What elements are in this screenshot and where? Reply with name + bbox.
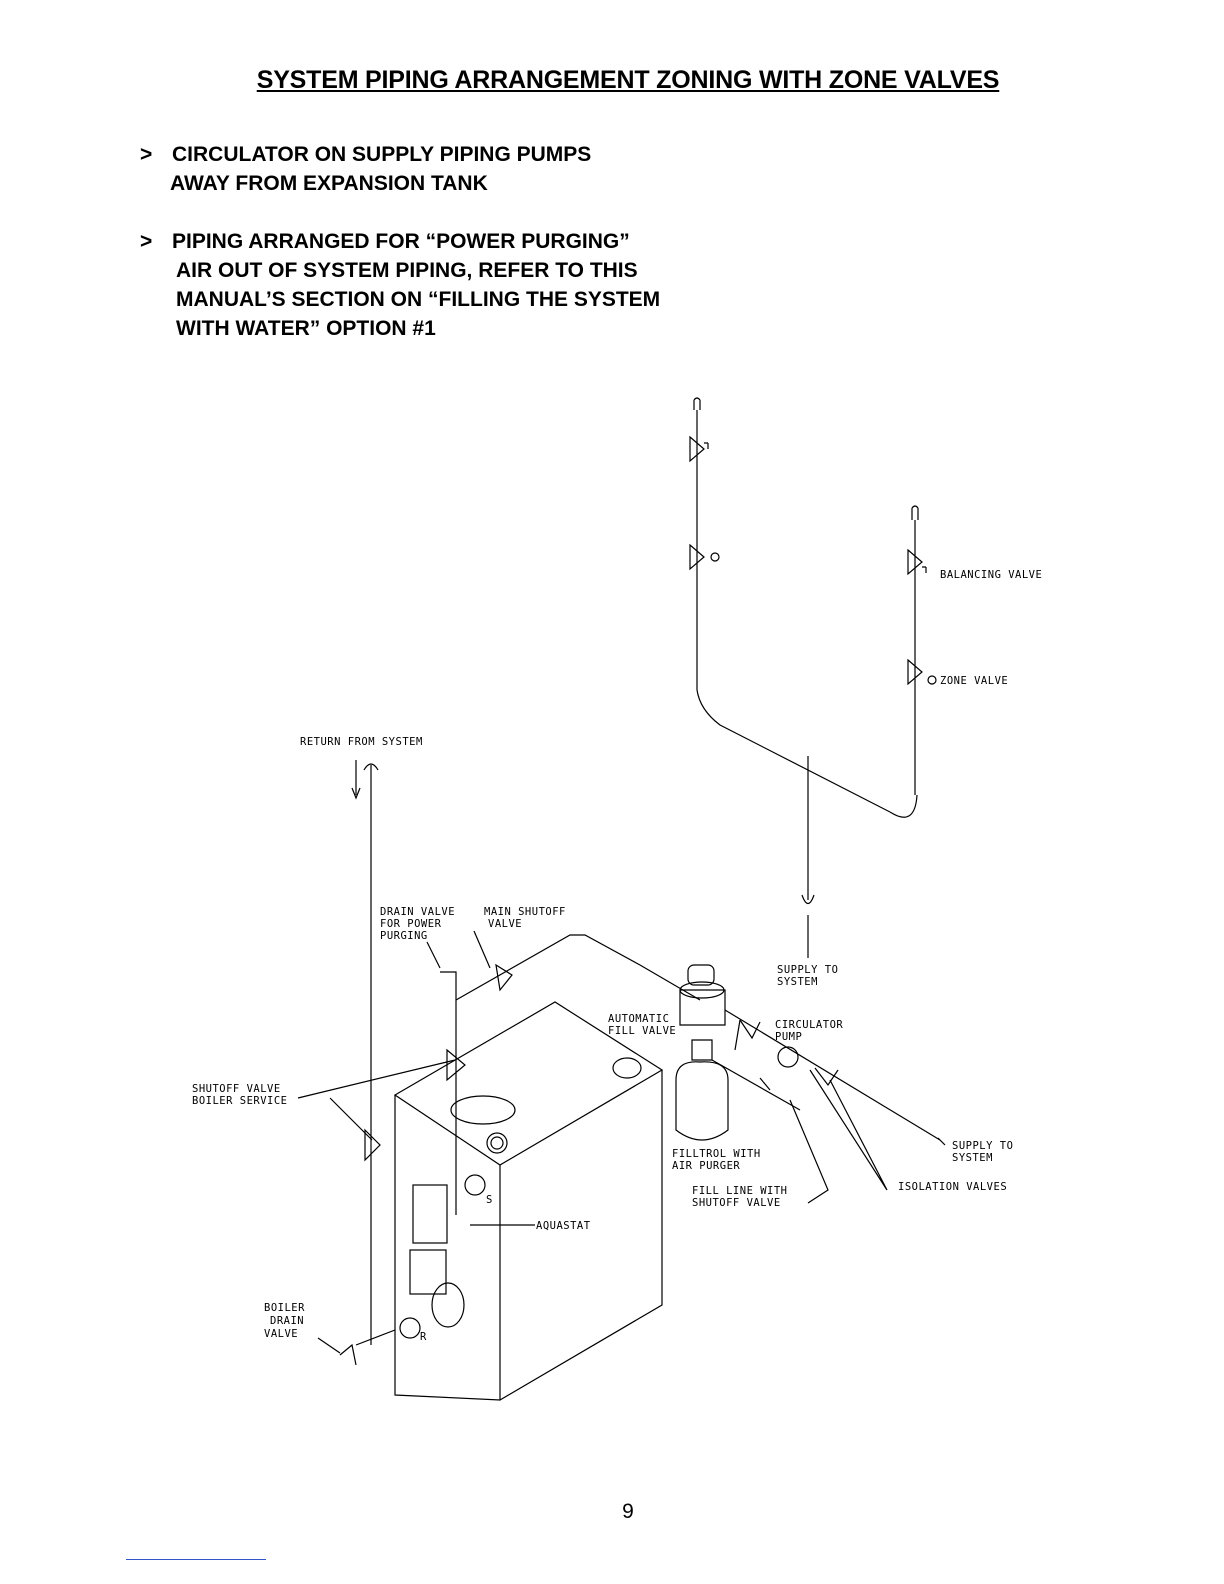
automatic-fill-label: AUTOMATIC	[608, 1013, 669, 1025]
aquastat-label: AQUASTAT	[536, 1220, 591, 1232]
fill-line-leader	[789, 1099, 829, 1204]
page-number: 9	[622, 1500, 634, 1523]
header-pipe	[696, 689, 891, 813]
burner-control	[409, 1249, 447, 1295]
fill-line-label: SHUTOFF VALVE	[692, 1197, 781, 1209]
return-port-icon	[399, 1317, 421, 1339]
bullet-mark: >	[140, 143, 153, 166]
main-shutoff-label: MAIN SHUTOFF	[484, 906, 566, 918]
fill-line-pipe	[711, 1059, 801, 1111]
bullet-line: PIPING ARRANGED FOR “POWER PURGING”	[172, 230, 630, 253]
drain-valve-label: DRAIN VALVE	[380, 906, 455, 918]
supply-header-pipe	[455, 934, 701, 1001]
page-title: SYSTEM PIPING ARRANGEMENT ZONING WITH ZO…	[256, 66, 1000, 94]
right-zone-valve-icon	[907, 658, 923, 686]
isolation-valve-2-icon	[814, 1067, 839, 1087]
shutoff-valve-label: BOILER SERVICE	[192, 1095, 288, 1107]
return-port-label: R	[420, 1331, 427, 1343]
bullet-line: MANUAL’S SECTION ON “FILLING THE SYSTEM	[176, 288, 661, 311]
supply-to-system-right-label: SUPPLY TO	[952, 1140, 1013, 1152]
bullet-line: AIR OUT OF SYSTEM PIPING, REFER TO THIS	[176, 259, 638, 282]
isolation-leader	[809, 1069, 888, 1191]
boiler-drain-label: DRAIN	[270, 1315, 304, 1327]
left-zone-actuator-icon	[710, 552, 720, 562]
fill-shutoff-valve-icon	[759, 1077, 771, 1091]
top-opening	[612, 1057, 642, 1079]
isolation-valves-label: ISOLATION VALVES	[898, 1181, 1007, 1193]
footer-rule	[126, 1559, 266, 1560]
filltrol-label: FILLTROL WITH	[672, 1148, 761, 1160]
burner-body	[431, 1282, 465, 1328]
zone-valve-label: ZONE VALVE	[940, 675, 1008, 687]
filltrol-label: AIR PURGER	[672, 1160, 740, 1172]
shutoff-leader	[297, 1059, 456, 1141]
boiler-front	[394, 1095, 501, 1401]
return-from-system-label: RETURN FROM SYSTEM	[300, 736, 423, 748]
expansion-tank	[675, 1061, 729, 1141]
supply-to-system-label: SYSTEM	[777, 976, 818, 988]
boiler-drain-label: BOILER	[264, 1302, 305, 1314]
aquastat-box	[412, 1184, 448, 1244]
filltrol-fitting	[691, 1039, 713, 1061]
right-zone-cap	[911, 505, 919, 520]
shutoff-valve-label: SHUTOFF VALVE	[192, 1083, 281, 1095]
supply-to-system-label: SUPPLY TO	[777, 964, 838, 976]
supply-port-label: S	[486, 1194, 493, 1206]
supply-to-system-right-label: SYSTEM	[952, 1152, 993, 1164]
circulator-pump-icon	[777, 1046, 799, 1068]
main-shutoff-valve-icon	[495, 963, 513, 992]
isolation-valve-1-icon	[739, 1019, 761, 1040]
right-zone-actuator-icon	[927, 675, 937, 685]
supply-port-icon	[464, 1174, 486, 1196]
left-zone-valve-icon	[689, 543, 705, 571]
bullet-mark: >	[140, 230, 153, 253]
automatic-fill-label: FILL VALVE	[608, 1025, 676, 1037]
main-shutoff-label: VALVE	[488, 918, 522, 930]
bullet-line: CIRCULATOR ON SUPPLY PIPING PUMPS	[172, 143, 592, 166]
shutoff-valve-return-icon	[364, 1128, 381, 1162]
boiler-drain-valve-icon	[339, 1343, 357, 1366]
air-separator-body	[679, 989, 726, 1026]
right-balancing-valve-icon	[907, 548, 923, 576]
drain-valve-label: PURGING	[380, 930, 428, 942]
balancing-valve-label: BALANCING VALVE	[940, 569, 1042, 581]
left-balancing-valve-icon	[689, 435, 705, 463]
circulator-label: PUMP	[775, 1031, 802, 1043]
boiler-side	[499, 1070, 663, 1401]
left-zone-cap	[693, 397, 701, 410]
bullet-line: AWAY FROM EXPANSION TANK	[170, 172, 488, 195]
gauge-icon	[486, 1132, 508, 1154]
boiler-drain-label: VALVE	[264, 1328, 298, 1340]
auto-fill-valve-top	[687, 964, 715, 986]
circulator-line	[724, 1009, 941, 1141]
flue-collar	[450, 1095, 516, 1125]
circulator-label: CIRCULATOR	[775, 1019, 843, 1031]
drain-valve-label: FOR POWER	[380, 918, 442, 930]
fill-line-label: FILL LINE WITH	[692, 1185, 788, 1197]
bullet-line: WITH WATER” OPTION #1	[176, 317, 436, 340]
